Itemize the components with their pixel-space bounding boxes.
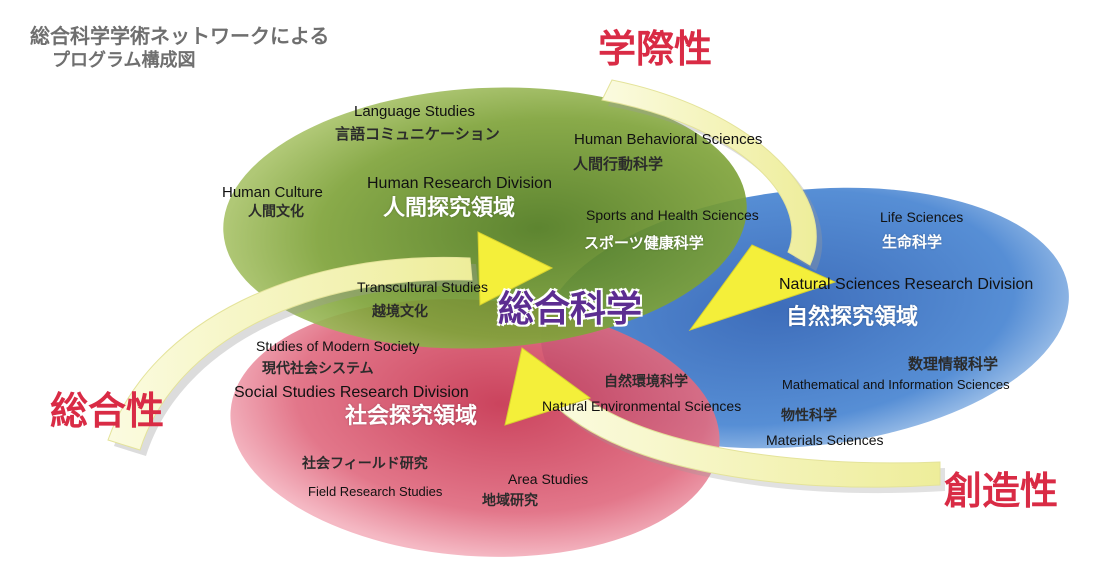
mathematical-information-sciences-ja: 数理情報科学 — [908, 355, 999, 373]
transcultural-studies-en: Transcultural Studies — [357, 279, 488, 295]
human-behavioral-sciences-en: Human Behavioral Sciences — [574, 131, 763, 148]
human-research-division-en: Human Research Division — [367, 175, 552, 192]
natural-environmental-sciences-en: Natural Environmental Sciences — [542, 398, 742, 414]
comprehensive-science-center-label: 総合科学 — [498, 289, 643, 330]
social-studies-division-ja: 社会探究領域 — [345, 404, 478, 429]
field-research-studies-en: Field Research Studies — [308, 484, 443, 499]
sports-health-sciences-en: Sports and Health Sciences — [586, 207, 759, 223]
life-sciences-ja: 生命科学 — [882, 233, 943, 251]
natural-sciences-division-ja: 自然探究領域 — [786, 305, 919, 330]
area-studies-ja: 地域研究 — [482, 493, 538, 509]
area-studies-en: Area Studies — [508, 471, 589, 487]
comprehensiveness-label: 総合性 — [50, 389, 165, 433]
creativity-arrowhead — [504, 347, 592, 426]
life-sciences-en: Life Sciences — [880, 209, 964, 225]
human-behavioral-sciences-ja: 人間行動科学 — [573, 155, 664, 173]
materials-sciences-en: Materials Sciences — [766, 432, 884, 448]
natural-environmental-sciences-ja: 自然環境科学 — [604, 374, 688, 390]
human-culture-ja: 人間文化 — [248, 204, 304, 220]
social-division-ellipse — [230, 299, 720, 557]
interdisciplinarity-arrowhead — [688, 244, 837, 331]
materials-sciences-ja: 物性科学 — [781, 408, 837, 424]
diagram-caption-line-1: 総合科学学術ネットワークによる — [30, 24, 330, 48]
transcultural-studies-ja: 越境文化 — [372, 304, 428, 320]
human-research-division-ja: 人間探究領域 — [383, 196, 516, 221]
sports-health-sciences-ja: スポーツ健康科学 — [584, 234, 704, 252]
mathematical-information-sciences-en: Mathematical and Information Sciences — [782, 377, 1010, 392]
diagram-caption-line-2: プログラム構成図 — [52, 50, 196, 71]
studies-modern-society-ja: 現代社会システム — [262, 361, 374, 377]
human-culture-en: Human Culture — [222, 184, 323, 201]
natural-sciences-division-en: Natural Sciences Research Division — [779, 276, 1034, 293]
field-research-studies-ja: 社会フィールド研究 — [302, 456, 428, 472]
language-studies-ja: 言語コミュニケーション — [335, 125, 500, 143]
interdisciplinarity-arrow — [601, 79, 817, 266]
creativity-label: 創造性 — [944, 469, 1059, 513]
interdisciplinarity-label: 学際性 — [598, 27, 713, 71]
comprehensiveness-arrowhead — [477, 231, 554, 306]
social-studies-division-en: Social Studies Research Division — [234, 384, 469, 401]
language-studies-en: Language Studies — [354, 103, 475, 120]
studies-modern-society-en: Studies of Modern Society — [256, 338, 420, 354]
comprehensiveness-arrow — [107, 256, 473, 451]
